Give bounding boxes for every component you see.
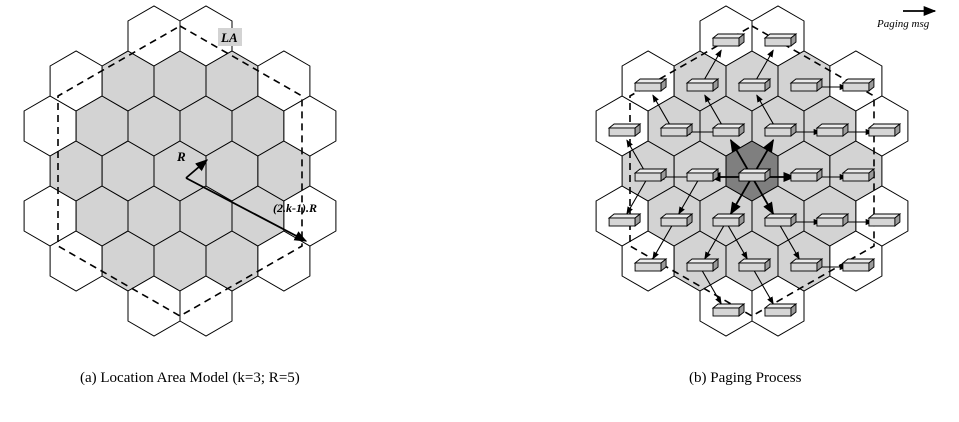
paging-message-arrow <box>678 176 701 215</box>
base-station-icon <box>633 168 668 182</box>
paging-message-arrow <box>729 176 753 215</box>
base-stations <box>607 33 902 317</box>
radius-2k-label: (2.k-1).R <box>273 201 317 215</box>
base-station-icon <box>737 168 772 182</box>
base-station-icon <box>841 168 876 182</box>
base-station-icon <box>711 303 746 317</box>
panel-a-location-area: LA R (2.k-1).R <box>23 5 337 337</box>
base-station-icon <box>633 78 668 92</box>
base-station-icon <box>711 213 746 227</box>
caption-b: (b) Paging Process <box>689 370 802 386</box>
base-station-icon <box>763 213 798 227</box>
location-area-boundary <box>57 25 303 317</box>
base-station-icon <box>789 78 824 92</box>
paging-message-arrow <box>777 221 800 260</box>
base-station-icon <box>607 213 642 227</box>
neighbor-cell <box>283 95 337 157</box>
paging-message-arrow <box>751 176 775 215</box>
base-station-icon <box>737 258 772 272</box>
base-station-icon <box>711 33 746 47</box>
la-label-box <box>218 28 242 46</box>
base-station-icon <box>685 78 720 92</box>
base-station-icon <box>711 123 746 137</box>
hex-grid-a <box>23 5 337 337</box>
la-label: LA <box>220 30 238 45</box>
caption-a: (a) Location Area Model (k=3; R=5) <box>80 370 300 386</box>
paging-message-arrow <box>751 266 774 305</box>
base-station-icon <box>763 33 798 47</box>
base-station-icon <box>815 213 850 227</box>
paging-message-arrow <box>652 221 675 260</box>
neighbor-cell <box>283 185 337 247</box>
base-station-icon <box>789 258 824 272</box>
radius-2k-arrow <box>185 177 308 242</box>
base-station-icon <box>841 258 876 272</box>
radius-r-arrow <box>185 159 208 179</box>
base-station-icon <box>607 123 642 137</box>
base-station-icon <box>789 168 824 182</box>
base-station-icon <box>841 78 876 92</box>
base-station-icon <box>737 78 772 92</box>
paging-message-arrow <box>626 176 649 215</box>
panel-b-paging-process: Paging msg <box>595 5 937 337</box>
base-station-icon <box>659 213 694 227</box>
paging-message-arrow <box>725 221 748 260</box>
base-station-icon <box>685 258 720 272</box>
paging-message-arrow <box>704 221 727 260</box>
base-station-icon <box>763 123 798 137</box>
base-station-icon <box>633 258 668 272</box>
legend-label: Paging msg <box>876 18 930 30</box>
base-station-icon <box>659 123 694 137</box>
base-station-icon <box>867 123 902 137</box>
radius-r-label: R <box>176 149 186 164</box>
base-station-icon <box>685 168 720 182</box>
paging-message-arrow <box>699 266 722 305</box>
base-station-icon <box>815 123 850 137</box>
location-area-boundary-b <box>629 25 875 317</box>
base-station-icon <box>867 213 902 227</box>
base-station-icon <box>763 303 798 317</box>
